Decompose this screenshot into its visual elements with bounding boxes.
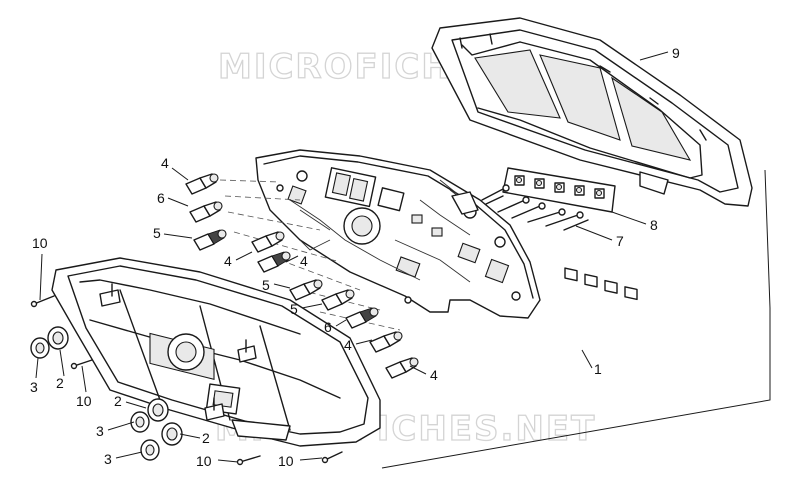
- callout-6-top: 6: [157, 190, 165, 206]
- callout-5-mid: 5: [262, 277, 270, 293]
- callout-4-top: 4: [161, 155, 169, 171]
- callout-1: 1: [594, 361, 602, 377]
- callout-5-low: 5: [290, 301, 298, 317]
- callout-10-left: 10: [32, 235, 48, 251]
- circuit-board: [255, 149, 541, 319]
- indicator-bulbs: [481, 184, 589, 231]
- nuts-washers: [30, 326, 183, 461]
- callout-3-low: 3: [104, 451, 112, 467]
- callout-4-bottom: 4: [430, 367, 438, 383]
- callout-8: 8: [650, 217, 658, 233]
- callout-3-mid: 3: [96, 423, 104, 439]
- callout-10-bottom-right: 10: [278, 453, 294, 469]
- callout-labels: 9 8 7 1 4 6 5 4 4 5 5 6 4 4 10 3 2 10 2 …: [30, 45, 680, 469]
- callout-7: 7: [616, 233, 624, 249]
- callout-2-mid: 2: [114, 393, 122, 409]
- callout-4-mid-right: 4: [300, 253, 308, 269]
- callout-9: 9: [672, 45, 680, 61]
- bulb-holders: [185, 173, 419, 379]
- callout-3-left: 3: [30, 379, 38, 395]
- callout-6-low: 6: [324, 319, 332, 335]
- callout-4-low: 4: [344, 337, 352, 353]
- callout-10-left-low: 10: [76, 393, 92, 409]
- callout-4-mid-left: 4: [224, 253, 232, 269]
- callout-2-left: 2: [56, 375, 64, 391]
- callout-2-low: 2: [202, 430, 210, 446]
- bottom-housing: [51, 257, 381, 447]
- callout-5-top: 5: [153, 225, 161, 241]
- screws: [30, 295, 343, 466]
- assembly-bracket: [381, 169, 771, 469]
- indicator-strip: [502, 167, 616, 213]
- top-cover: [431, 17, 753, 301]
- callout-10-bottom-left: 10: [196, 453, 212, 469]
- leader-lines: [35, 51, 669, 463]
